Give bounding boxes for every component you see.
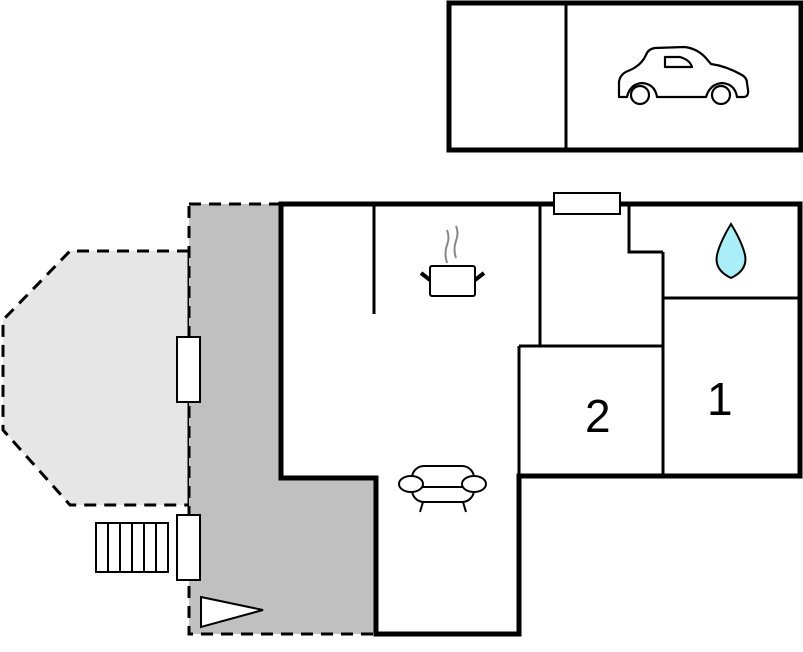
- kitchen-pot-icon: [419, 225, 486, 297]
- sofa-icon: [398, 465, 487, 513]
- door-stairs: [176, 514, 201, 581]
- main-building-walls: [278, 201, 803, 637]
- room-label-bedroom-1: 1: [707, 373, 733, 425]
- water-drop-icon: [715, 222, 747, 280]
- interior-walls: [372, 204, 800, 476]
- main-building-floor: [281, 204, 800, 634]
- room-label-bedroom-2: 2: [585, 390, 611, 442]
- car-icon: [617, 45, 750, 106]
- stairs-icon: [95, 522, 169, 573]
- entrance-arrow-icon: [200, 595, 264, 629]
- deck-area: [1, 249, 191, 507]
- door-deck: [176, 336, 201, 403]
- window-top: [553, 192, 621, 215]
